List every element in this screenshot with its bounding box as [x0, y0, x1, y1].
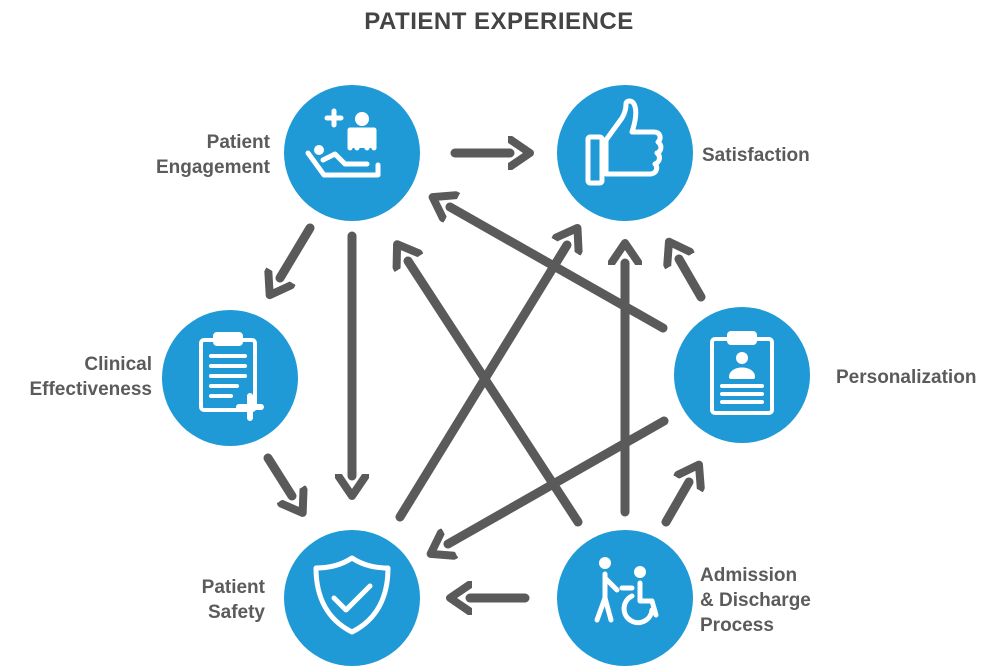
label-personalization: Personalization: [836, 365, 996, 390]
engagement-circle: [284, 85, 420, 221]
clipboard-plus-icon: [199, 332, 264, 421]
arrow-personalization-to-satisfaction: [679, 259, 706, 302]
label-clinical-effectiveness: Clinical Effectiveness: [0, 352, 152, 402]
clipboard-person-icon: [710, 331, 774, 415]
arrow-personalization-to-engagement: [450, 207, 668, 333]
label-line: Process: [700, 615, 774, 636]
label-satisfaction: Satisfaction: [702, 143, 852, 168]
satisfaction-circle: [557, 85, 693, 221]
admission-circle: [557, 530, 693, 666]
label-line: Personalization: [836, 367, 977, 388]
label-line: Safety: [207, 602, 265, 623]
node-clinical-effectiveness: [162, 310, 298, 446]
patient-bed-icon: [305, 108, 381, 178]
wheelchair-assist-icon: [594, 557, 659, 626]
shield-check-icon: [313, 555, 391, 635]
arrows-layer: [263, 153, 706, 598]
label-line: Patient: [201, 577, 265, 598]
label-line: Clinical: [84, 354, 152, 375]
node-admission-discharge: [557, 530, 693, 666]
label-patient-safety: Patient Safety: [130, 575, 265, 625]
label-line: Patient: [206, 132, 270, 153]
node-satisfaction: [557, 85, 693, 221]
arrow-clinical-to-safety: [263, 453, 292, 496]
label-line: Engagement: [155, 157, 270, 178]
label-line: Admission: [700, 565, 798, 586]
safety-circle: [284, 530, 420, 666]
node-patient-safety: [284, 530, 420, 666]
page-title: PATIENT EXPERIENCE: [364, 8, 634, 35]
arrow-admission-to-personalization: [661, 482, 689, 527]
label-line: Effectiveness: [29, 379, 152, 400]
node-patient-engagement: [284, 85, 420, 221]
node-personalization: [674, 307, 810, 443]
label-line: Satisfaction: [702, 145, 810, 166]
label-line: & Discharge: [700, 590, 811, 611]
label-patient-engagement: Patient Engagement: [120, 130, 270, 180]
thumbs-up-icon: [585, 98, 664, 186]
arrow-admission-to-engagement: [408, 261, 583, 527]
arrow-engagement-to-clinical: [280, 223, 315, 278]
label-admission-discharge: Admission & Discharge Process: [700, 563, 850, 638]
